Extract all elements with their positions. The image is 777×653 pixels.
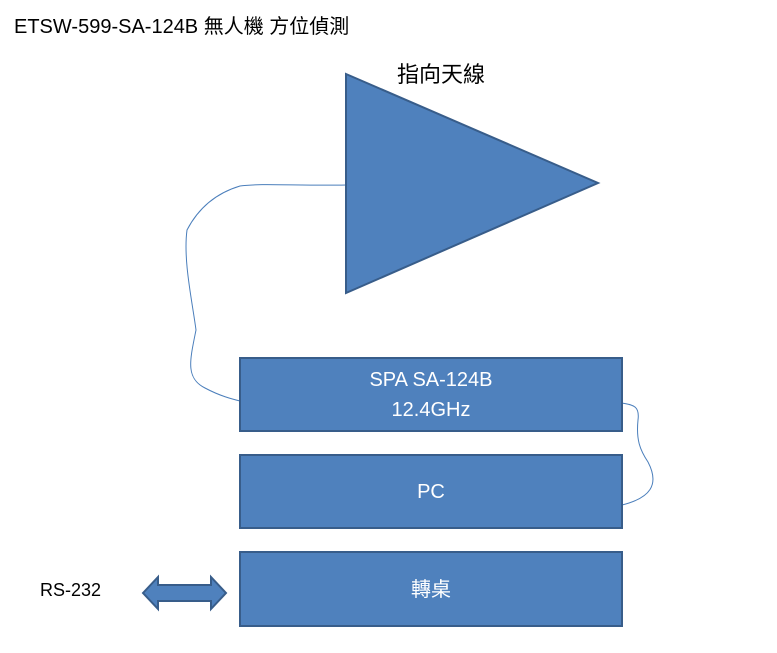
- pc-block: [239, 454, 623, 529]
- antenna-label: 指向天線: [397, 63, 486, 88]
- spa-model-text: SPA SA-124B: [369, 369, 493, 391]
- cable-antenna-to-spa: [185, 184, 347, 402]
- cable-spa-to-pc: [621, 402, 654, 506]
- turntable-label: 轉桌: [411, 577, 451, 601]
- rs232-label: RS-232: [40, 580, 102, 600]
- pc-label: PC: [417, 481, 445, 503]
- spa-frequency-text: 12.4GHz: [391, 399, 471, 421]
- spa-analyzer-label: SPA SA-124B 12.4GHz: [240, 365, 622, 425]
- bidirectional-arrow-icon: [141, 574, 228, 612]
- turntable-block: [239, 551, 623, 627]
- spa-analyzer-block: [239, 357, 623, 432]
- diagram-title: ETSW-599-SA-124B 無人機 方位偵測: [14, 16, 350, 38]
- directional-antenna-triangle: [345, 72, 601, 295]
